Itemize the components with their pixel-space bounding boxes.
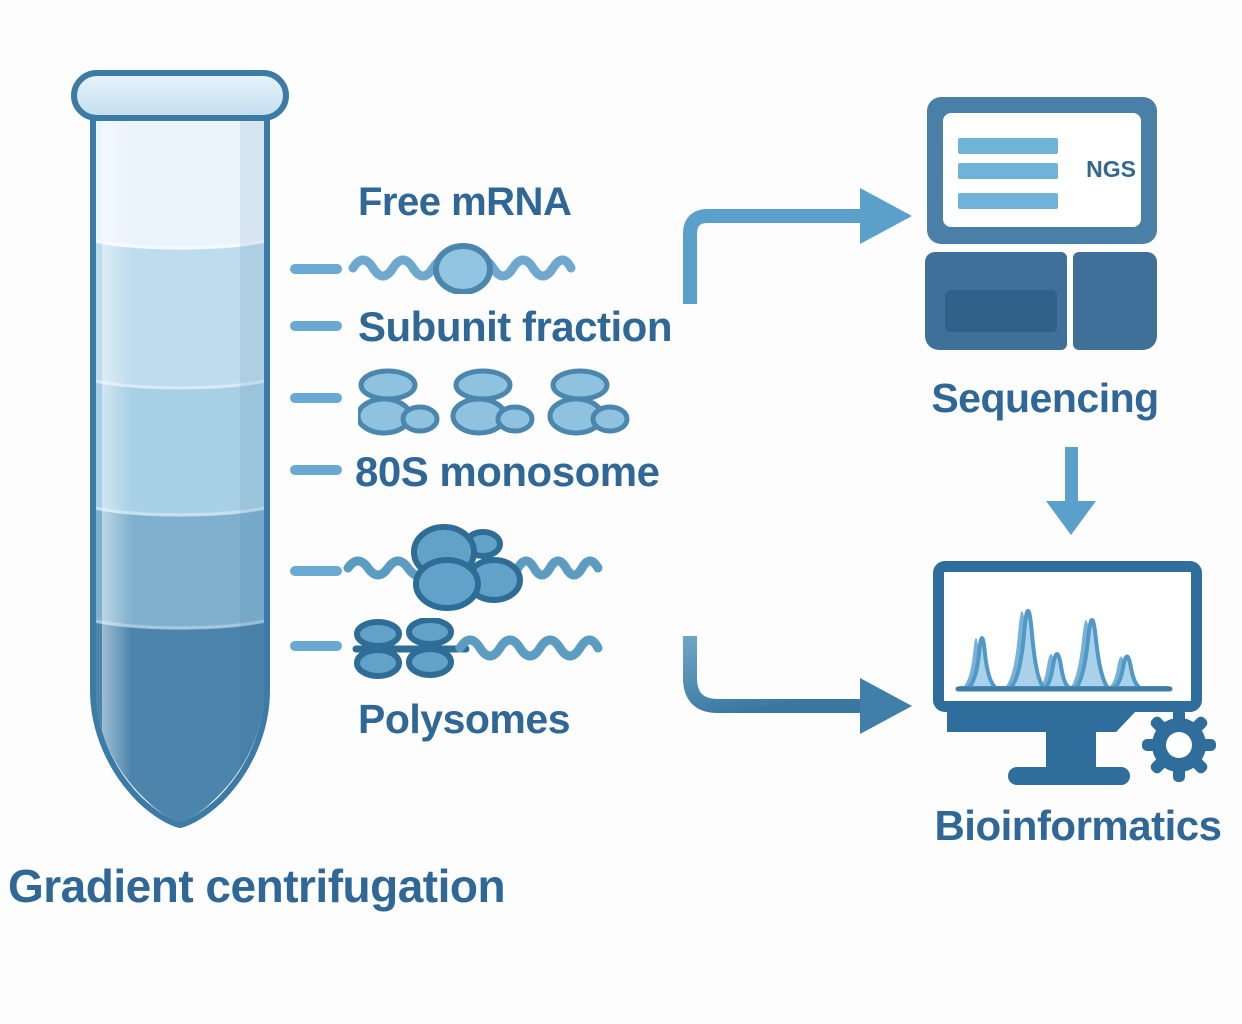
fraction-tick-1: [290, 264, 342, 274]
fraction-tick-3: [290, 393, 342, 403]
polysomes-label: Polysomes: [358, 696, 571, 742]
sequencer-module: [1073, 252, 1157, 350]
sequencing-label: Sequencing: [931, 375, 1159, 421]
gear-icon: [1142, 708, 1216, 782]
subunit-fraction-label: Subunit fraction: [358, 303, 672, 350]
monitor-base: [1008, 767, 1130, 785]
tube-cap: [71, 70, 289, 121]
monitor-stand: [1046, 731, 1096, 769]
subunit-pair-1: [358, 368, 440, 436]
monitor-chin: [947, 710, 1137, 732]
screen-line-1: [958, 138, 1058, 154]
centrifuge-tube-icon: [71, 70, 289, 828]
free-mrna-icon: [348, 243, 576, 294]
fraction-tick-4: [290, 465, 342, 475]
subunit-pair-2: [450, 368, 535, 436]
arrowhead: [860, 188, 912, 244]
arrow-down-icon: [1046, 447, 1096, 535]
screen-line-3: [958, 193, 1058, 209]
tube-gradient-layers: [96, 110, 264, 822]
arrow-to-sequencing: [683, 188, 912, 304]
arrowhead: [1046, 501, 1096, 535]
free-mrna-label: Free mRNA: [358, 180, 572, 224]
profile-trace: [958, 609, 1170, 690]
bioinformatics-label: Bioinformatics: [934, 802, 1222, 849]
ribosome-subunits-icon: [358, 368, 630, 436]
gradient-centrifugation-caption: Gradient centrifugation: [8, 860, 506, 912]
fraction-tick-2: [290, 321, 342, 331]
arrowhead: [860, 678, 912, 734]
monosome-icon: [343, 524, 603, 611]
ribosome-cluster: [411, 524, 523, 611]
arrow-to-bioinformatics: [683, 636, 912, 734]
tube-outline: [90, 112, 270, 828]
screen-line-2: [958, 163, 1058, 179]
ngs-badge: NGS: [1086, 156, 1136, 182]
sequencer-tray-slot: [945, 290, 1057, 332]
polysome-profile-chart: [954, 609, 1173, 692]
polysome-ribosomes: [354, 618, 454, 679]
fraction-tick-6: [290, 641, 342, 651]
polysome-icon: [352, 618, 603, 679]
fraction-tick-5: [290, 566, 342, 576]
subunit-pair-3: [547, 368, 630, 436]
protein-blob: [433, 243, 493, 294]
monosome-label: 80S monosome: [355, 448, 660, 495]
